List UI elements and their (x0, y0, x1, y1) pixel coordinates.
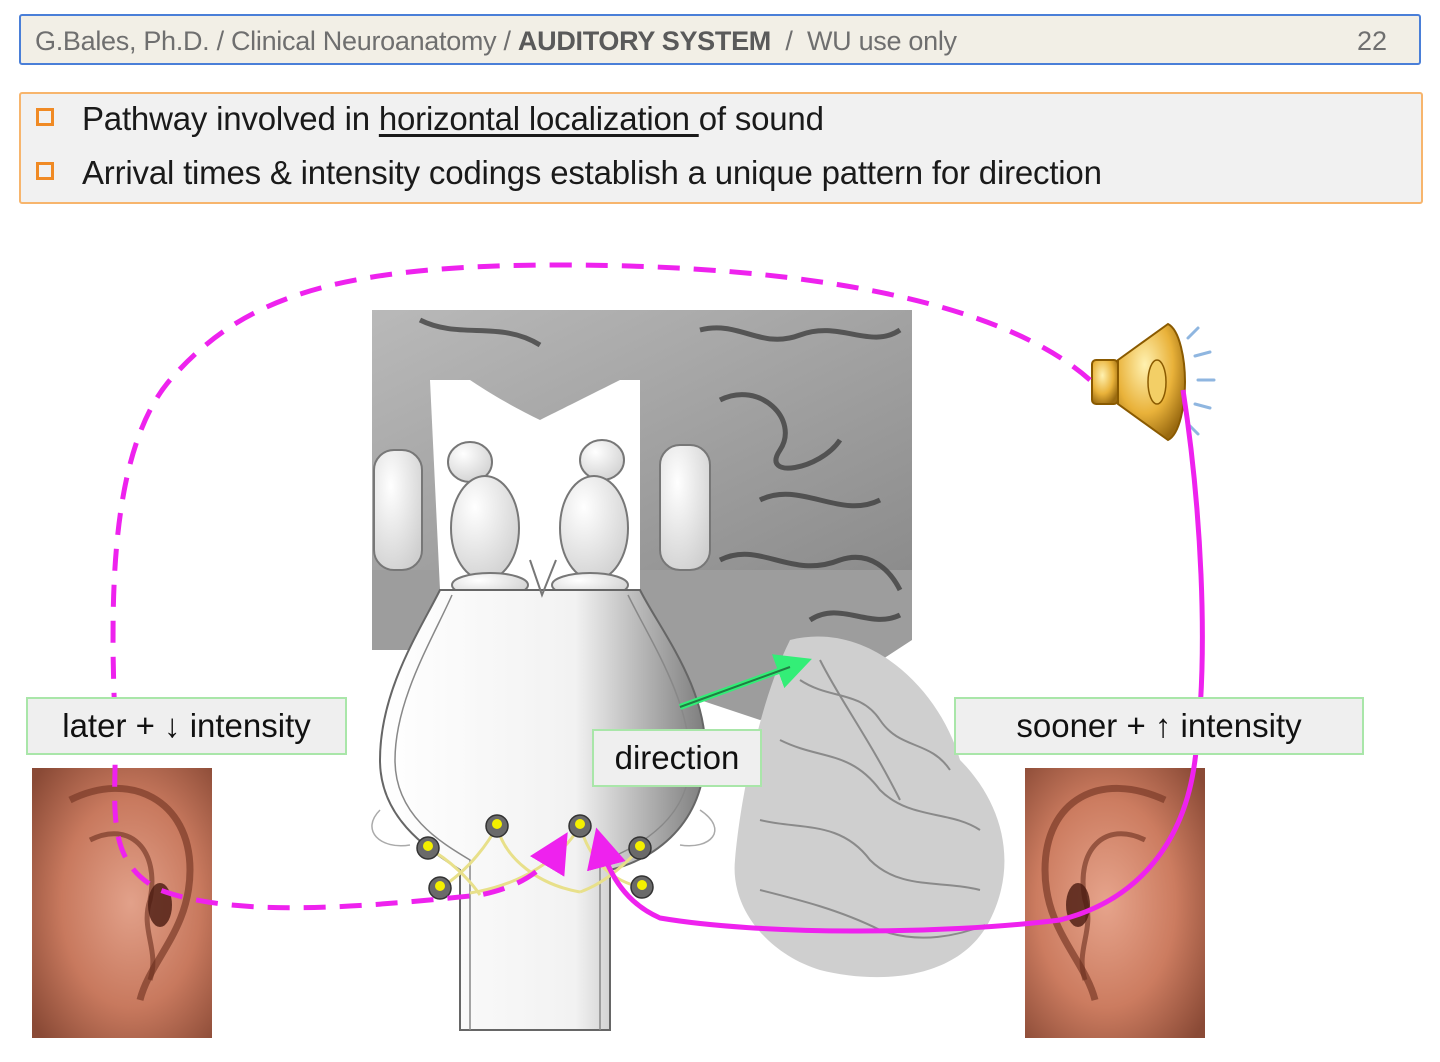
checkbox-bullet-icon (36, 108, 54, 126)
left-ear-label: later + ↓ intensity (26, 697, 347, 755)
far-ear-sound-path (110, 262, 1092, 911)
bullet-item-1: Pathway involved in horizontal localizat… (36, 100, 824, 138)
bullet-1-pre: Pathway involved in (82, 100, 379, 137)
bullet-item-2: Arrival times & intensity codings establ… (36, 154, 1102, 192)
olivary-nuclei (416, 814, 654, 900)
speaker-icon (1091, 322, 1216, 442)
header-course: Clinical Neuroanatomy (230, 26, 497, 56)
header-topic: AUDITORY SYSTEM (517, 26, 771, 56)
bullet-2-text: Arrival times & intensity codings establ… (82, 154, 1102, 191)
direction-label: direction (592, 729, 762, 787)
left-ear-image (32, 768, 212, 1038)
header-restriction: WU use only (806, 26, 957, 56)
header-title: G.Bales, Ph.D. / Clinical Neuroanatomy /… (35, 26, 957, 56)
checkbox-bullet-icon (36, 162, 54, 180)
bullet-1-post: of sound (698, 100, 824, 137)
bullet-box: Pathway involved in horizontal localizat… (19, 92, 1423, 204)
right-ear-label: sooner + ↑ intensity (954, 697, 1364, 755)
brainstem-diagram (371, 559, 716, 1031)
header-author: G.Bales, Ph.D. (35, 26, 210, 56)
header-bar: G.Bales, Ph.D. / Clinical Neuroanatomy /… (19, 14, 1421, 65)
bullet-1-underlined: horizontal localization (378, 100, 699, 137)
right-ear-image (1025, 768, 1205, 1038)
near-ear-sound-path (587, 389, 1205, 934)
cerebellum-image (734, 636, 1005, 978)
page-number: 22 (1356, 26, 1387, 56)
